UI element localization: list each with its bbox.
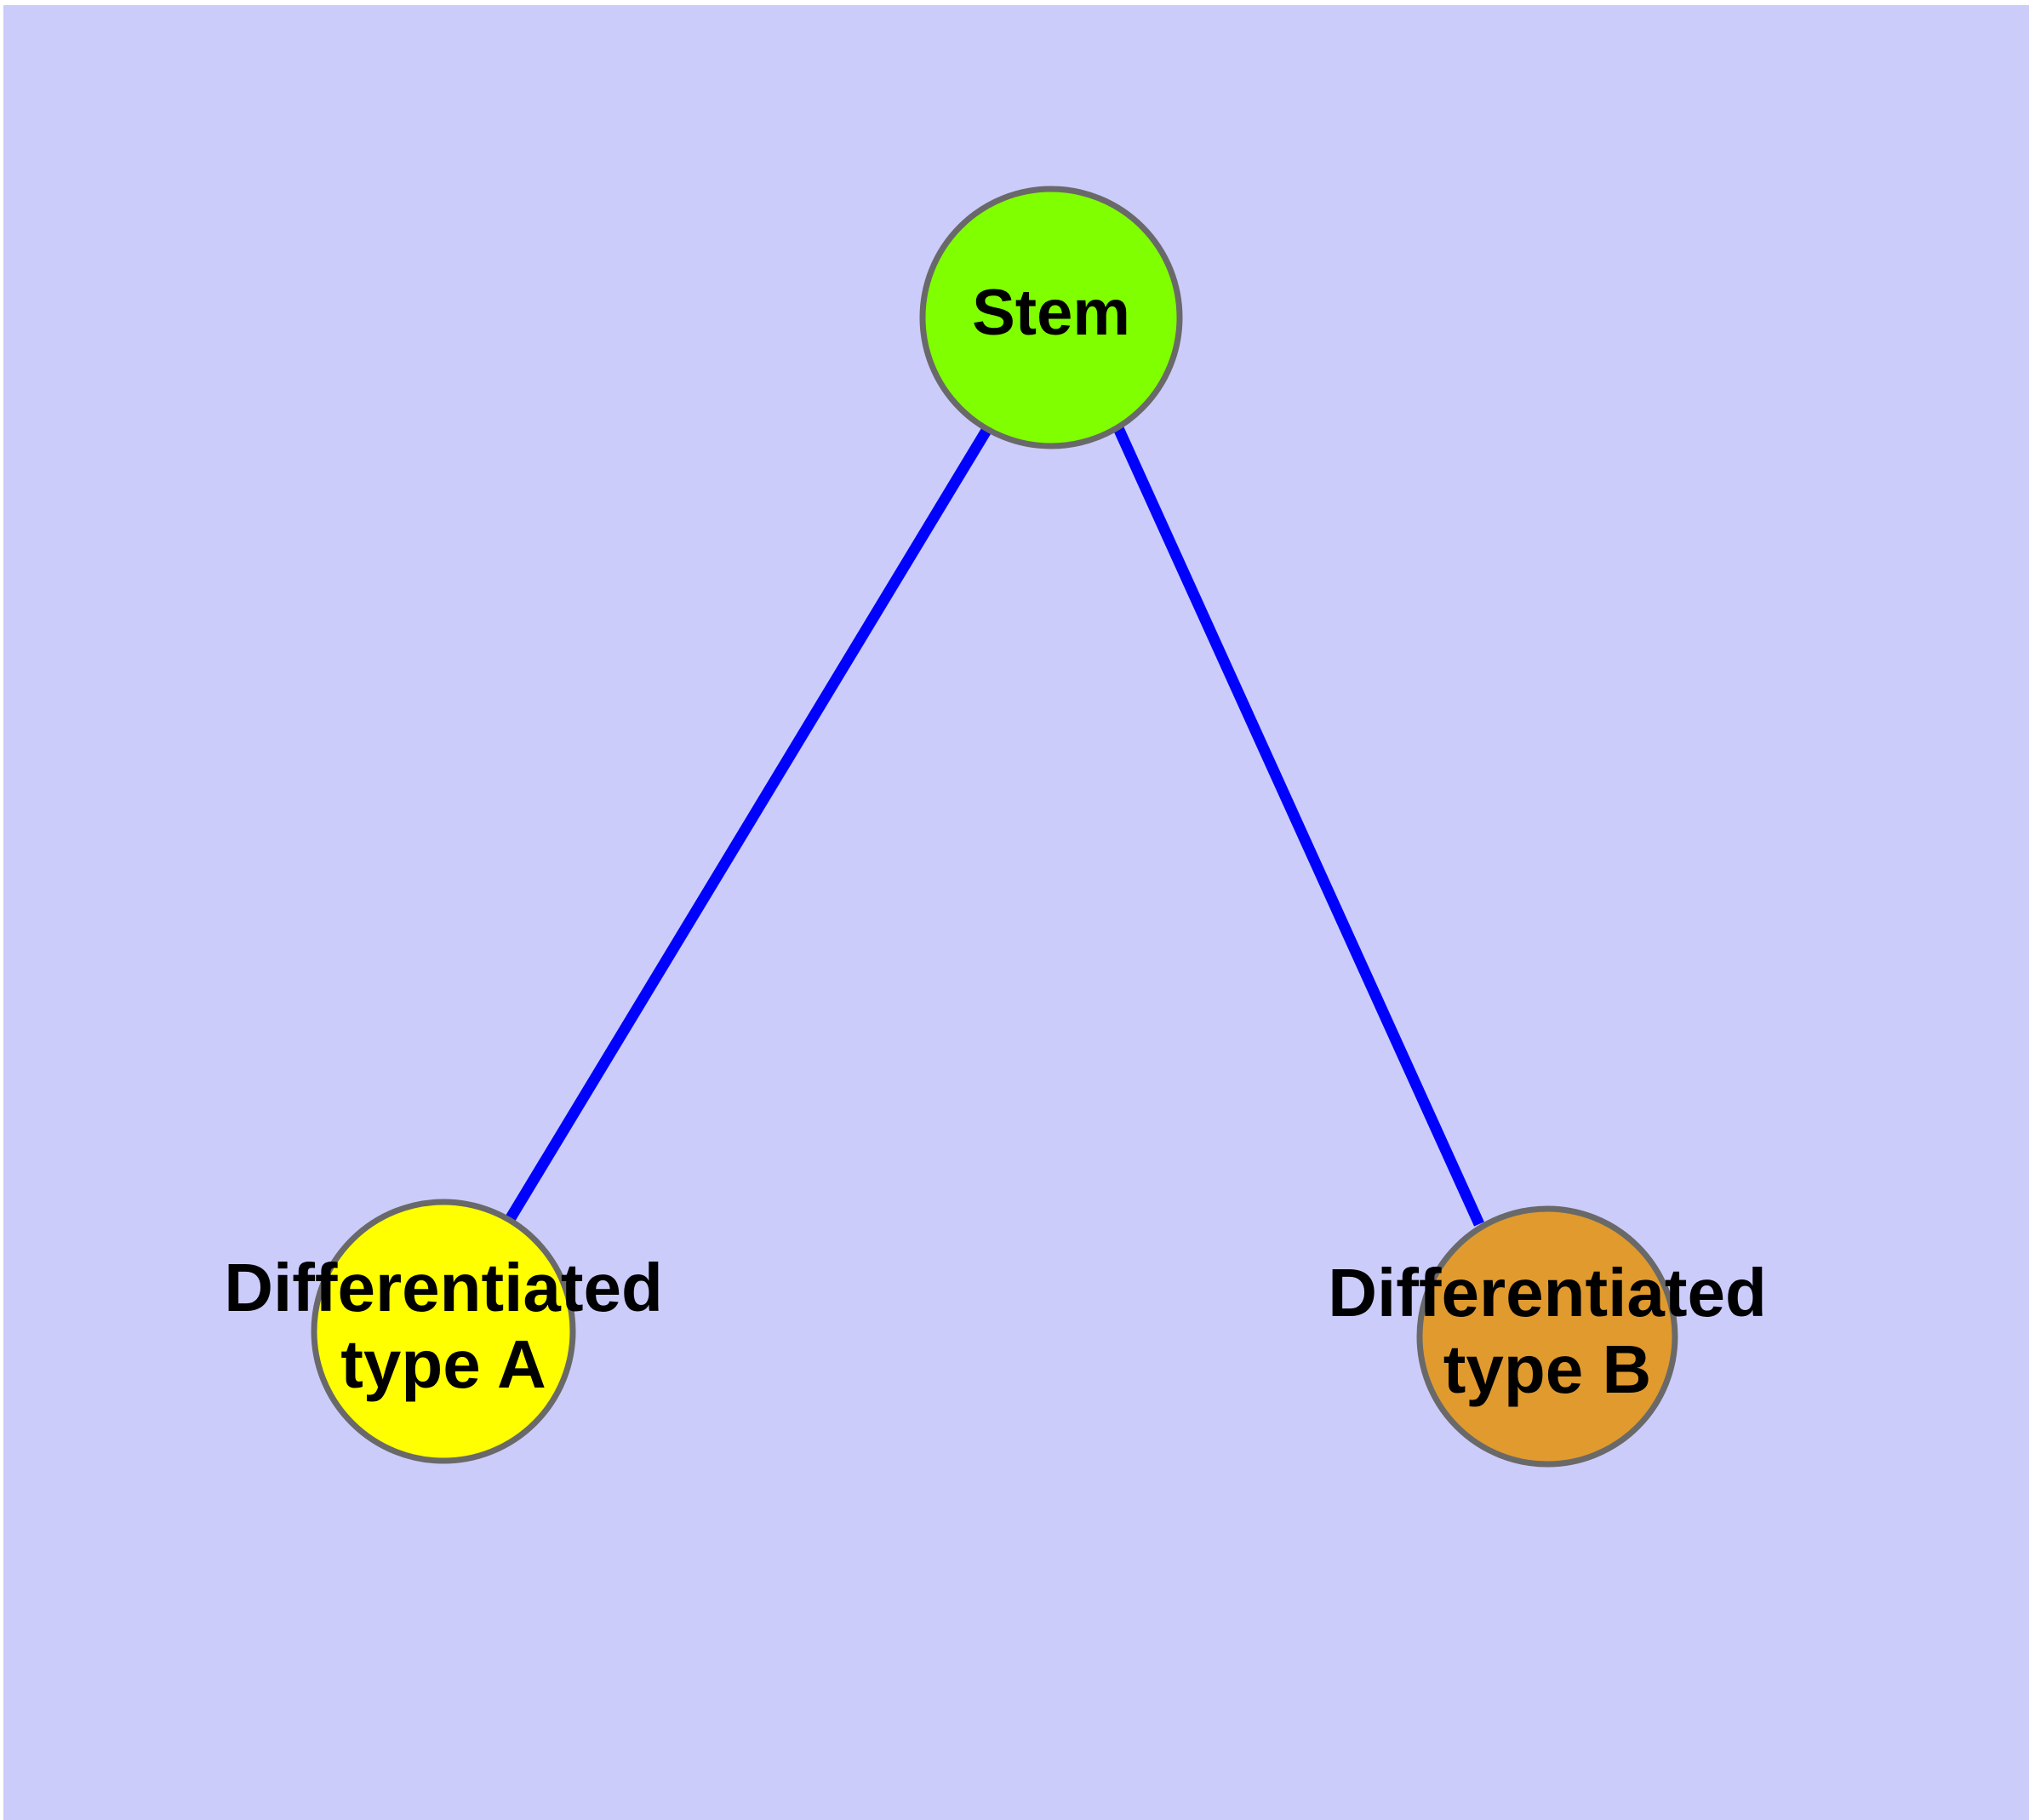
stem-node-circle[interactable] (919, 186, 1183, 449)
edge-stem-to-differentiated-type-a[interactable] (504, 426, 992, 1224)
differentiated-type-a-node-circle[interactable] (311, 1199, 576, 1464)
edge-stem-to-differentiated-type-b[interactable] (1113, 426, 1484, 1227)
stem-node-label: Stem (972, 277, 1130, 349)
node-stem[interactable]: Stem (919, 186, 1183, 449)
edge-layer (504, 426, 1484, 1227)
differentiated-type-b-node-circle[interactable] (1416, 1205, 1678, 1468)
